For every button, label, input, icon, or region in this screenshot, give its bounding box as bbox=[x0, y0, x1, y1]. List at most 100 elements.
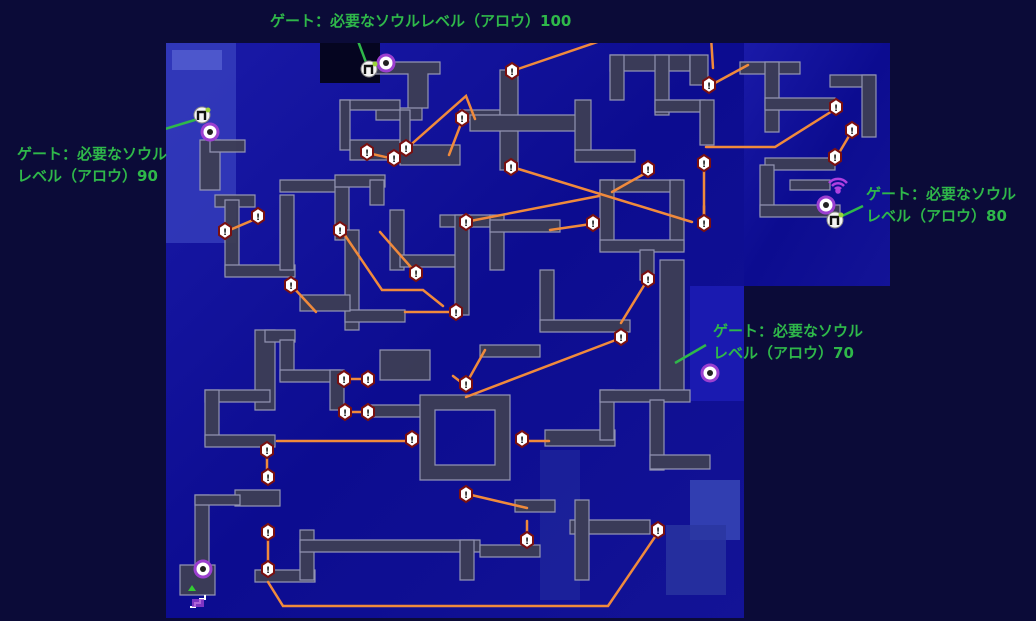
svg-text:!: ! bbox=[410, 436, 414, 446]
gate-label-line1: ゲート：必要なソウル bbox=[17, 145, 168, 163]
enemy-alert-icon: ! bbox=[459, 484, 473, 504]
svg-text:!: ! bbox=[266, 529, 270, 539]
enemy-alert-icon: ! bbox=[387, 148, 401, 168]
enemy-alert-icon: ! bbox=[333, 220, 347, 240]
gate-label-line2: レベル（アロウ）80 bbox=[866, 207, 1007, 225]
soul-tower-icon bbox=[816, 195, 836, 215]
svg-text:!: ! bbox=[265, 447, 269, 457]
svg-text:!: ! bbox=[509, 164, 513, 174]
stairs-icon bbox=[188, 585, 206, 608]
svg-text:!: ! bbox=[266, 566, 270, 576]
soul-tower-icon bbox=[193, 559, 213, 579]
enemy-alert-icon: ! bbox=[455, 108, 469, 128]
gate-label-line1: ゲート：必要なソウル bbox=[713, 322, 864, 340]
svg-text:!: ! bbox=[289, 282, 293, 292]
svg-text:!: ! bbox=[454, 309, 458, 319]
enemy-alert-icon: ! bbox=[504, 157, 518, 177]
svg-text:!: ! bbox=[464, 491, 468, 501]
gate-label-line2: レベル（アロウ）70 bbox=[713, 344, 854, 362]
enemy-alert-icon: ! bbox=[261, 467, 275, 487]
svg-text:!: ! bbox=[646, 166, 650, 176]
enemy-alert-icon: ! bbox=[641, 269, 655, 289]
enemy-alert-icon: ! bbox=[702, 75, 716, 95]
gate-label-80: ゲート：必要なソウル レベル（アロウ）80 bbox=[866, 183, 1016, 227]
gate-leader-lines bbox=[166, 43, 864, 365]
svg-text:!: ! bbox=[520, 436, 524, 446]
svg-text:!: ! bbox=[256, 213, 260, 223]
enemy-alert-icon: ! bbox=[828, 147, 842, 167]
map-canvas: ! ! ! ! ! ! ! ! ! ! ! ! ! ! ! ! ! ! ! ! … bbox=[166, 43, 890, 618]
svg-text:!: ! bbox=[266, 474, 270, 484]
soul-tower-icon bbox=[200, 122, 220, 142]
gate-icon bbox=[826, 211, 844, 229]
enemy-alert-icon: ! bbox=[251, 206, 265, 226]
enemy-alert-icon: ! bbox=[399, 138, 413, 158]
enemy-alert-icon: ! bbox=[614, 327, 628, 347]
enemy-alert-icon: ! bbox=[409, 263, 423, 283]
enemy-alert-icon: ! bbox=[459, 374, 473, 394]
svg-text:!: ! bbox=[833, 154, 837, 164]
svg-text:!: ! bbox=[338, 227, 342, 237]
soul-tower-icon bbox=[700, 363, 720, 383]
enemy-alert-icon: ! bbox=[360, 142, 374, 162]
enemy-alert-icon: ! bbox=[284, 275, 298, 295]
enemy-alert-icon: ! bbox=[586, 213, 600, 233]
svg-text:!: ! bbox=[525, 537, 529, 547]
svg-text:!: ! bbox=[404, 145, 408, 155]
gate-icons bbox=[193, 60, 844, 229]
svg-text:!: ! bbox=[510, 68, 514, 78]
enemy-alert-icon: ! bbox=[261, 522, 275, 542]
signal-icon bbox=[828, 177, 848, 194]
svg-text:!: ! bbox=[464, 381, 468, 391]
enemy-alert-icon: ! bbox=[697, 213, 711, 233]
enemy-alert-icon: ! bbox=[697, 153, 711, 173]
enemy-alert-icon: ! bbox=[218, 221, 232, 241]
gate-label-100: ゲート：必要なソウルレベル（アロウ）100 bbox=[270, 10, 571, 32]
svg-text:!: ! bbox=[834, 104, 838, 114]
enemy-alert-icon: ! bbox=[361, 369, 375, 389]
gate-label-text: ゲート：必要なソウルレベル（アロウ）100 bbox=[270, 12, 572, 30]
soul-tower-icons bbox=[193, 53, 836, 579]
svg-text:!: ! bbox=[646, 276, 650, 286]
svg-text:!: ! bbox=[460, 115, 464, 125]
enemy-alert-icon: ! bbox=[449, 302, 463, 322]
enemy-alert-icon: ! bbox=[845, 120, 859, 140]
enemy-alert-icon: ! bbox=[337, 369, 351, 389]
enemy-alert-icon: ! bbox=[261, 559, 275, 579]
svg-text:!: ! bbox=[343, 409, 347, 419]
svg-text:!: ! bbox=[702, 160, 706, 170]
enemy-alert-icon: ! bbox=[459, 212, 473, 232]
corridors bbox=[179, 54, 877, 596]
enemy-alert-icon: ! bbox=[520, 530, 534, 550]
svg-text:!: ! bbox=[591, 220, 595, 230]
enemy-alert-icon: ! bbox=[651, 520, 665, 540]
enemy-alert-icon: ! bbox=[829, 97, 843, 117]
gate-label-line1: ゲート：必要なソウル bbox=[866, 185, 1017, 203]
svg-text:!: ! bbox=[850, 127, 854, 137]
enemy-alert-icon: ! bbox=[515, 429, 529, 449]
dungeon-map: ! ! ! ! ! ! ! ! ! ! ! ! ! ! ! ! ! ! ! ! … bbox=[166, 43, 890, 618]
gate-label-70: ゲート：必要なソウル レベル（アロウ）70 bbox=[713, 320, 863, 364]
svg-text:!: ! bbox=[414, 270, 418, 280]
svg-text:!: ! bbox=[464, 219, 468, 229]
svg-text:!: ! bbox=[223, 228, 227, 238]
svg-text:!: ! bbox=[366, 376, 370, 386]
enemy-alert-icon: ! bbox=[641, 159, 655, 179]
gate-label-90: ゲート：必要なソウル レベル（アロウ）90 bbox=[17, 143, 167, 187]
enemy-alert-icon: ! bbox=[260, 440, 274, 460]
enemy-alert-icon: ! bbox=[505, 61, 519, 81]
soul-tower-icon bbox=[376, 53, 396, 73]
svg-text:!: ! bbox=[707, 82, 711, 92]
svg-text:!: ! bbox=[392, 155, 396, 165]
gate-icon bbox=[360, 60, 378, 78]
enemy-alert-icon: ! bbox=[405, 429, 419, 449]
enemy-alert-icon: ! bbox=[338, 402, 352, 422]
gate-label-line2: レベル（アロウ）90 bbox=[17, 167, 158, 185]
enemy-alert-icon: ! bbox=[361, 402, 375, 422]
svg-text:!: ! bbox=[656, 527, 660, 537]
svg-text:!: ! bbox=[619, 334, 623, 344]
svg-text:!: ! bbox=[366, 409, 370, 419]
svg-text:!: ! bbox=[342, 376, 346, 386]
svg-text:!: ! bbox=[365, 149, 369, 159]
gate-icon bbox=[193, 106, 211, 124]
